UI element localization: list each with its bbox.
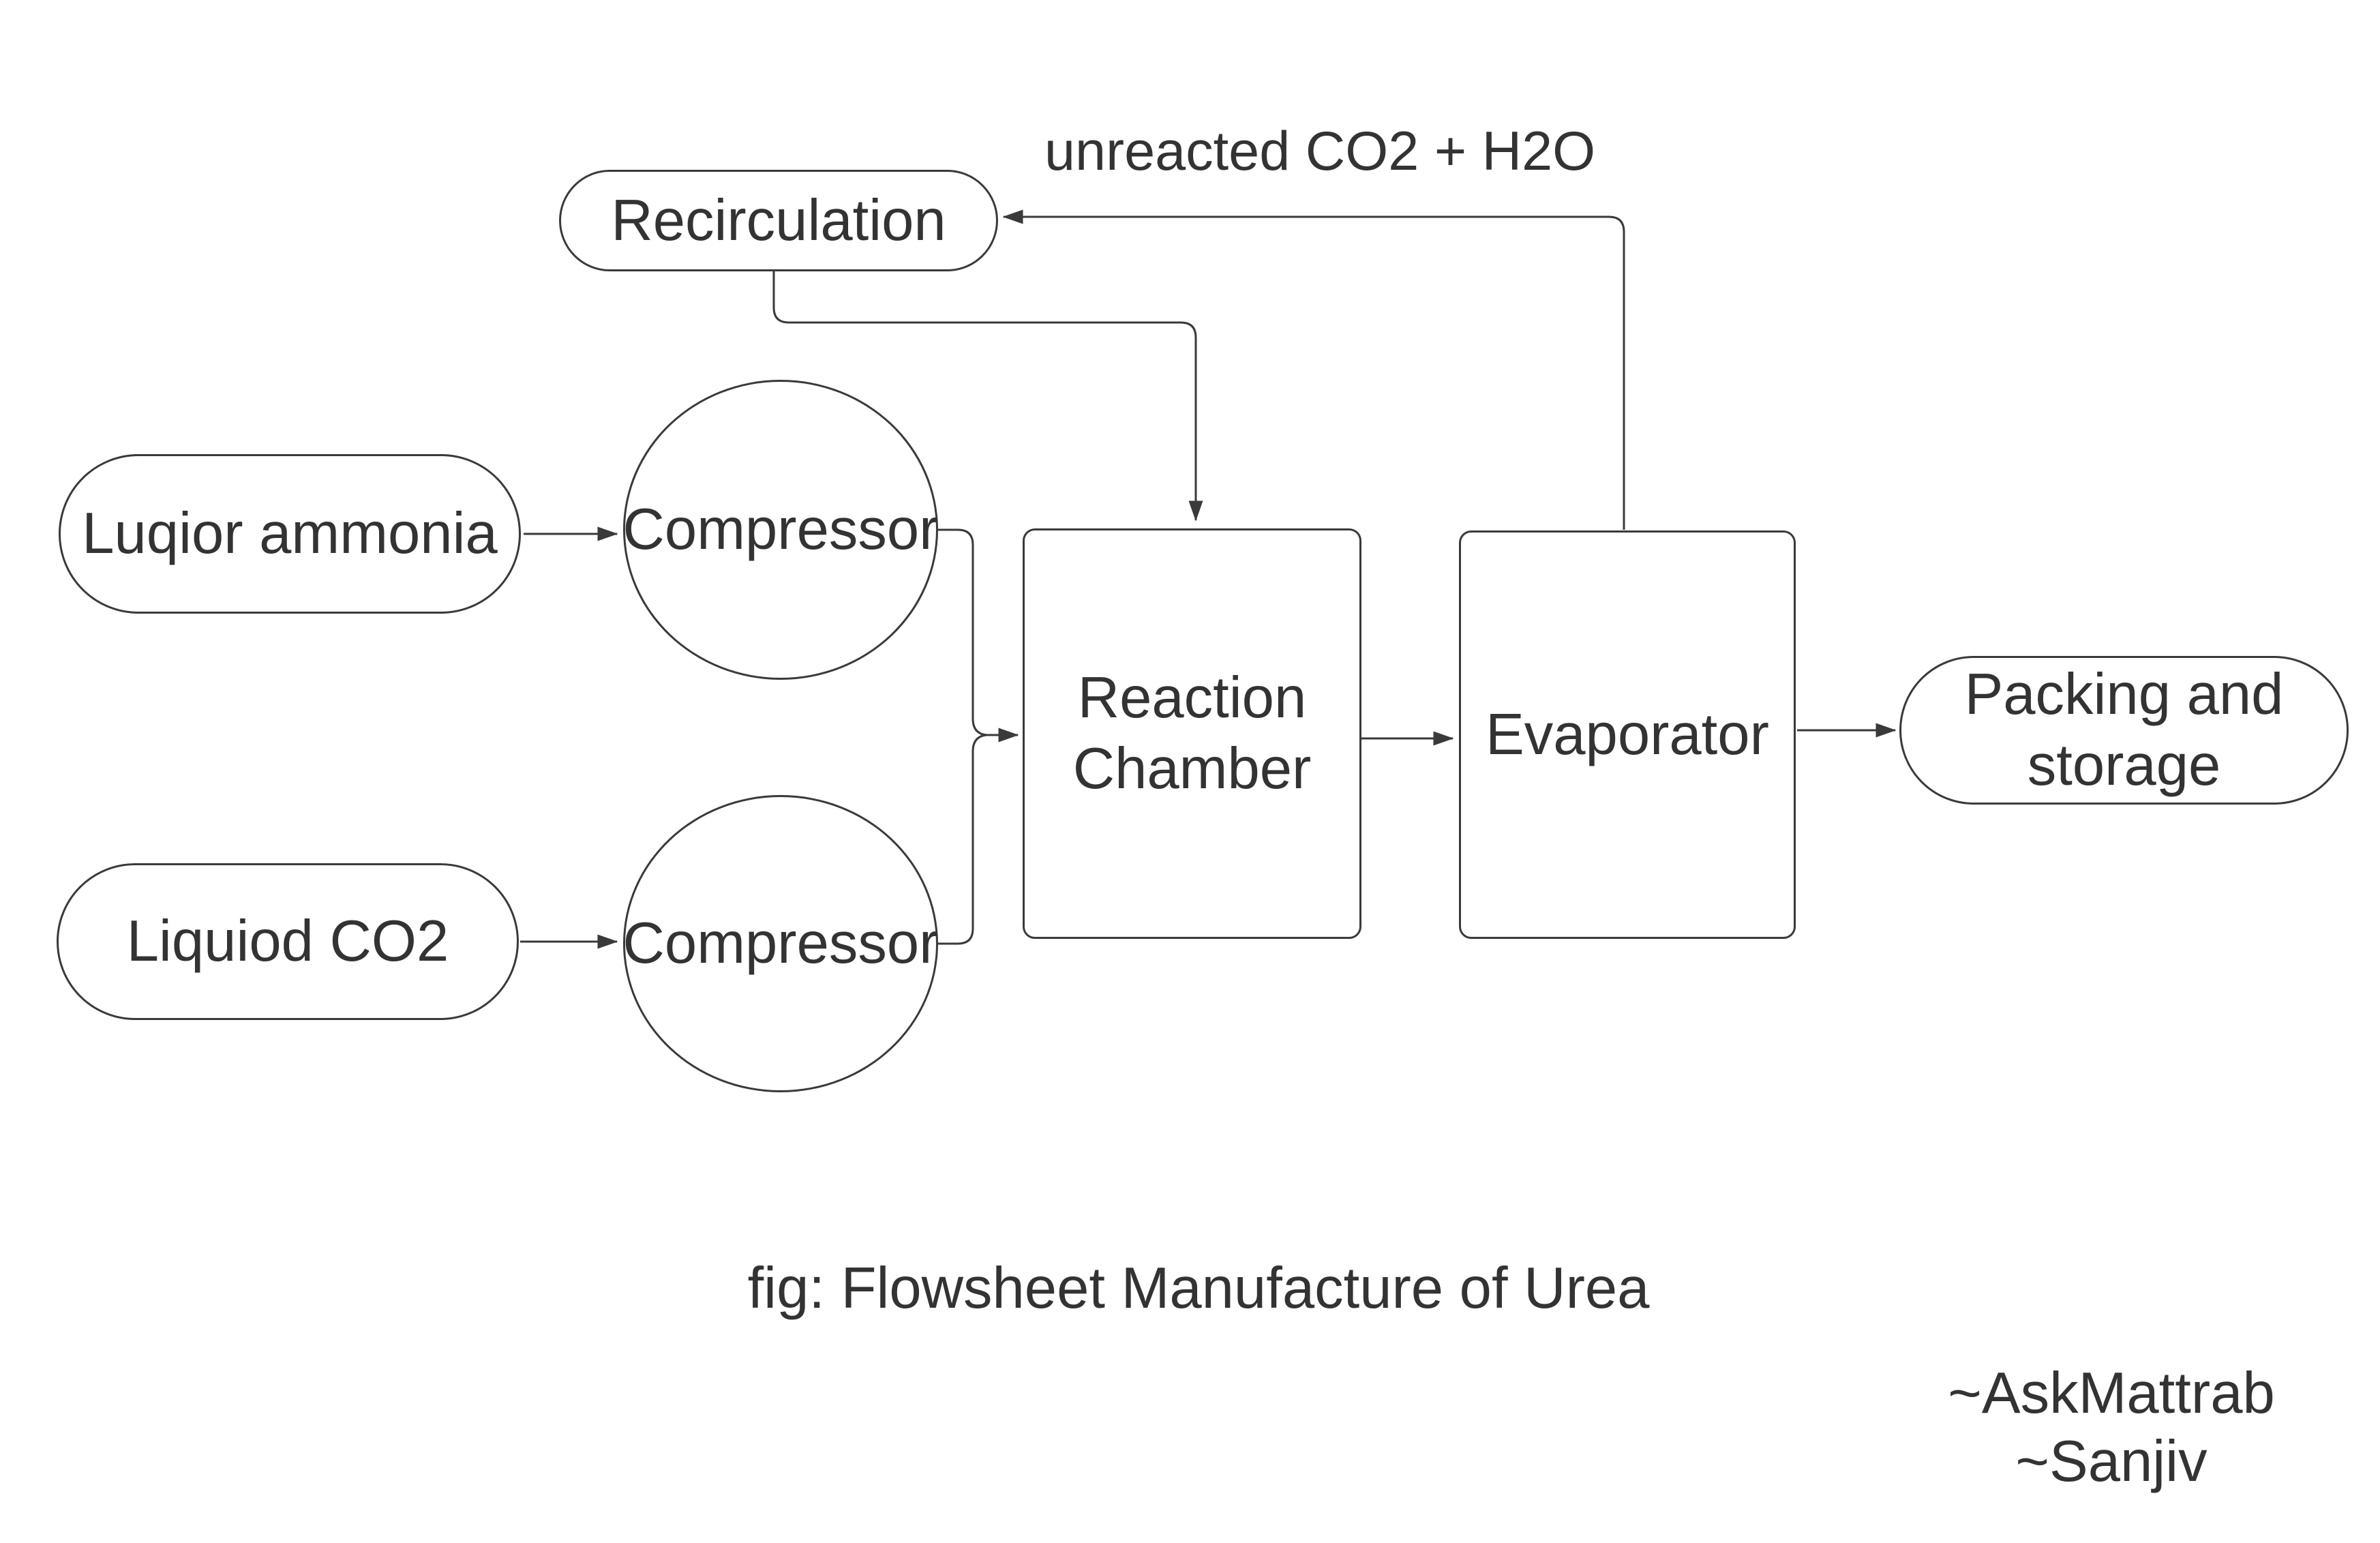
node-compressor-bottom: Compressor (623, 795, 938, 1092)
figure-caption: fig: Flowsheet Manufacture of Urea (747, 1256, 1650, 1321)
node-evaporator-label: Evaporator (1486, 702, 1769, 767)
edge-evaporator-to-recirculation (1002, 209, 1625, 530)
node-recirculation-label: Recirculation (611, 188, 946, 253)
node-liquid-co2: Liquiod CO2 (57, 863, 519, 1020)
edge-compressor-top-out (938, 528, 987, 736)
node-liquor-ammonia: Luqior ammonia (59, 454, 521, 614)
node-compressor-bottom-label: Compressor (622, 911, 939, 976)
node-packing-storage: Packing and storage (1899, 656, 2349, 805)
node-recirculation: Recirculation (559, 170, 998, 271)
attribution-text: ~AskMattrab ~Sanjiv (1948, 1361, 2275, 1494)
node-liquor-ammonia-label: Luqior ammonia (82, 501, 498, 567)
node-packing-storage-label: Packing and storage (1964, 662, 2284, 798)
node-evaporator: Evaporator (1459, 530, 1796, 939)
node-compressor-top: Compressor (623, 380, 938, 680)
node-liquid-co2-label: Liquiod CO2 (126, 909, 449, 974)
node-reaction-chamber: Reaction Chamber (1023, 528, 1361, 939)
edge-compressor-bottom-out (938, 734, 987, 945)
edge-label-unreacted-co2-h2o: unreacted CO2 + H2O (1044, 121, 1596, 182)
node-reaction-chamber-label: Reaction Chamber (1072, 665, 1312, 801)
node-compressor-top-label: Compressor (622, 497, 939, 563)
